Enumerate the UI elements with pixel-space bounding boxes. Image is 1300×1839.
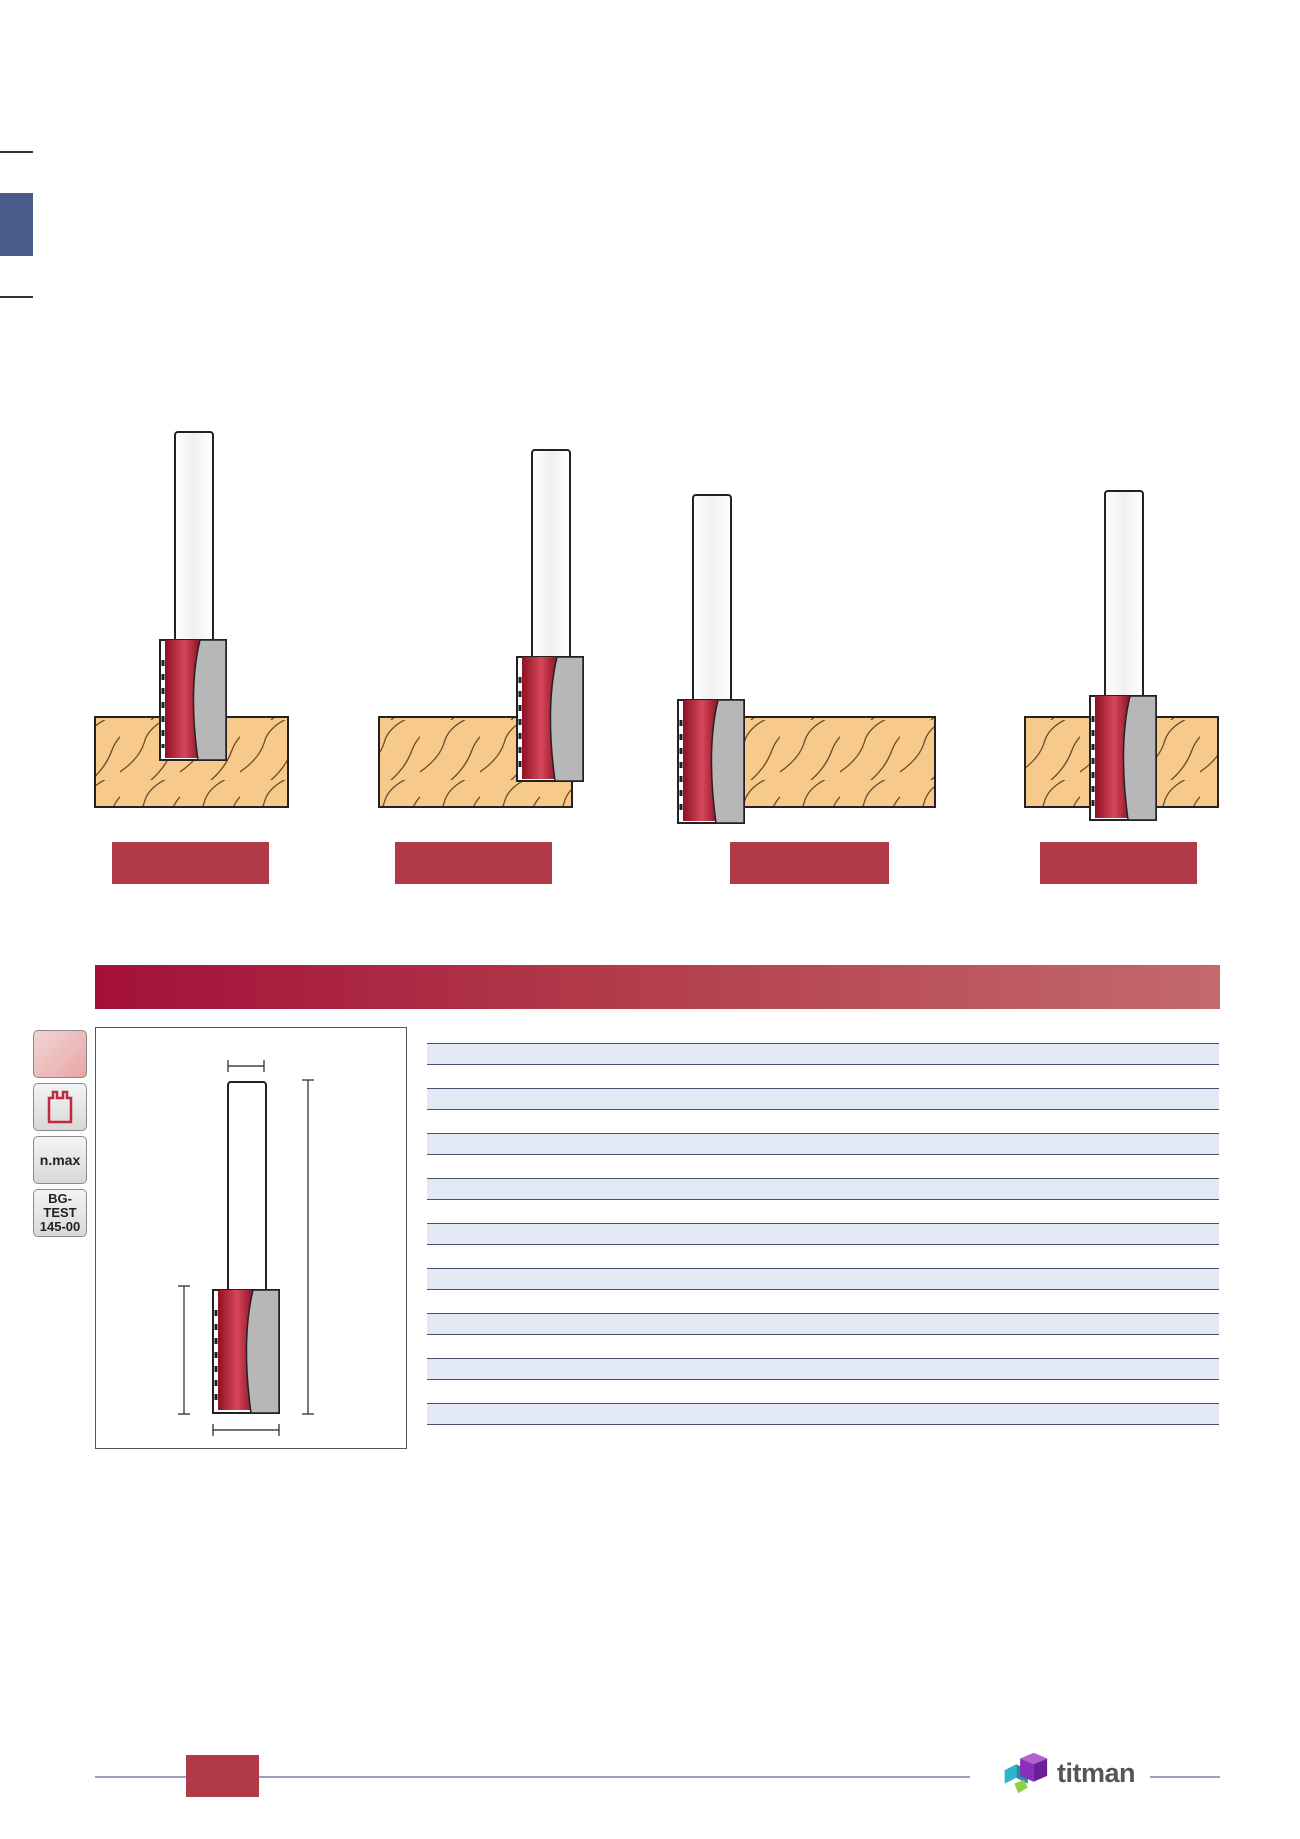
side-rule-top: [0, 151, 33, 153]
titman-cube-icon: [1004, 1752, 1048, 1794]
side-rule-bottom: [0, 296, 33, 298]
bg-test-line1: BG-TEST: [43, 1191, 77, 1220]
max-speed-icon[interactable]: n.max: [33, 1136, 87, 1184]
brand-name: titman: [1057, 1757, 1136, 1788]
table-row: [427, 1043, 1219, 1065]
table-row: [427, 1358, 1219, 1380]
shank-tool-icon[interactable]: [33, 1083, 87, 1131]
illustration-edge-rebate: [378, 449, 584, 808]
page-number-box: [186, 1755, 259, 1797]
section-tab[interactable]: [0, 193, 33, 256]
illustration-through-cut: [677, 494, 936, 824]
bg-test-icon[interactable]: BG-TEST 145-00: [33, 1189, 87, 1237]
coating-icon[interactable]: [33, 1030, 87, 1078]
application-illustrations: [94, 431, 1219, 824]
footer-rule-right: [1150, 1776, 1220, 1778]
table-row: [427, 1133, 1219, 1155]
footer-rule-left: [95, 1776, 970, 1778]
table-row: [427, 1178, 1219, 1200]
spec-table: [427, 1043, 1219, 1448]
illustration-label-1: [112, 842, 269, 884]
feature-icons: n.max BG-TEST 145-00: [33, 1030, 88, 1242]
section-header-band: [95, 965, 1220, 1009]
table-row: [427, 1223, 1219, 1245]
illustration-plunge-through: [1024, 490, 1219, 821]
dimension-drawing: [95, 1027, 407, 1449]
illustration-label-4: [1040, 842, 1197, 884]
table-row: [427, 1313, 1219, 1335]
table-row: [427, 1088, 1219, 1110]
max-speed-label: n.max: [39, 1151, 81, 1168]
bg-test-line2: 145-00: [39, 1219, 81, 1234]
tool-holder-icon: [47, 1090, 73, 1124]
router-bit-dimension-icon: [178, 1060, 314, 1436]
table-row: [427, 1268, 1219, 1290]
illustration-groove-cut: [94, 431, 289, 808]
brand-logo[interactable]: titman: [995, 1748, 1136, 1798]
table-row: [427, 1403, 1219, 1425]
illustration-label-2: [395, 842, 552, 884]
illustration-label-3: [730, 842, 889, 884]
